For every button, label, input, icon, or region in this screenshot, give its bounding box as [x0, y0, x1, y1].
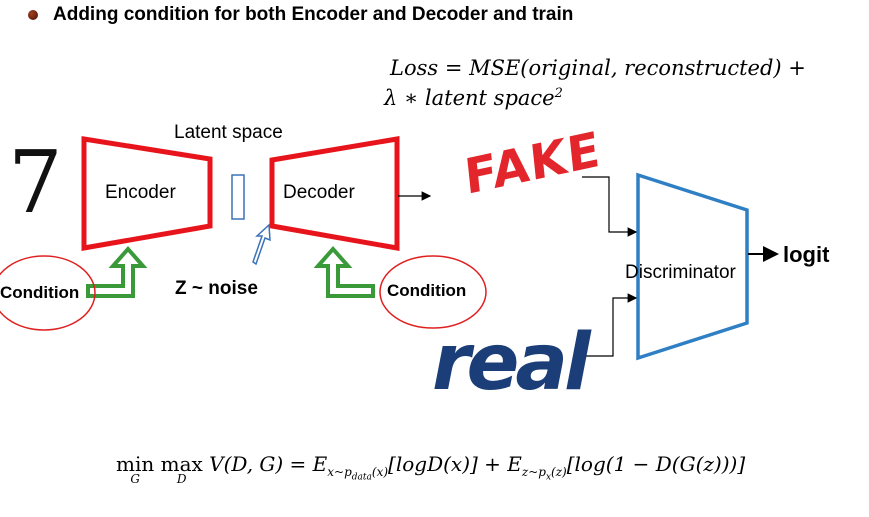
bullet-icon — [28, 10, 38, 20]
title-row: Adding condition for both Encoder and De… — [28, 4, 573, 26]
condition-ellipse-right — [379, 255, 487, 329]
objective-sub1-c: (x) — [371, 465, 389, 479]
latent-box — [231, 174, 245, 220]
decoder-block — [269, 136, 400, 251]
loss-formula-line2: λ ∗ latent space2 — [384, 86, 563, 110]
objective-sub2-b: x — [545, 472, 552, 483]
max-text: max — [160, 452, 203, 476]
condition-arrow-left — [86, 245, 148, 298]
objective-sub2: z~px(z) — [521, 465, 567, 483]
fake-connector — [582, 176, 638, 237]
latent-space-label: Latent space — [174, 122, 283, 143]
loss-formula-line1: Loss = MSE(original, reconstructed) + — [390, 56, 806, 80]
noise-label: Z ~ noise — [175, 278, 258, 299]
objective-term1: [logD(x)] + E — [388, 452, 522, 476]
condition-arrow-right — [313, 245, 375, 298]
objective-sub1: x~pdata(x) — [327, 465, 389, 483]
slide-title: Adding condition for both Encoder and De… — [53, 4, 574, 25]
min-subscript: G — [130, 472, 140, 486]
discriminator-label: Discriminator — [625, 262, 736, 283]
objective-term2: [log(1 − D(G(z)))] — [566, 452, 746, 476]
condition-label-left: Condition — [0, 283, 80, 302]
max-subscript: D — [176, 472, 187, 486]
real-logo: real — [432, 318, 591, 408]
objective-sub1-a: x~p — [327, 465, 352, 479]
objective-v: V(D, G) = E — [209, 452, 328, 476]
input-digit: 7 — [8, 133, 63, 233]
discriminator-block — [636, 172, 749, 361]
min-text: min — [116, 452, 155, 476]
noise-arrow — [252, 223, 271, 266]
objective-sub2-c: (z) — [551, 465, 567, 479]
loss-exponent: 2 — [554, 86, 563, 101]
decoder-label: Decoder — [283, 182, 355, 203]
encoder-label: Encoder — [105, 182, 176, 203]
real-connector — [585, 293, 638, 357]
condition-ellipse-left — [0, 255, 96, 331]
encoder-block — [81, 136, 213, 251]
condition-label-right: Condition — [387, 281, 467, 300]
objective-sub2-a: z~p — [521, 465, 546, 479]
objective-sub1-b: data — [351, 472, 372, 483]
logit-label: logit — [783, 242, 830, 267]
loss-formula-text: λ ∗ latent space — [384, 86, 555, 110]
